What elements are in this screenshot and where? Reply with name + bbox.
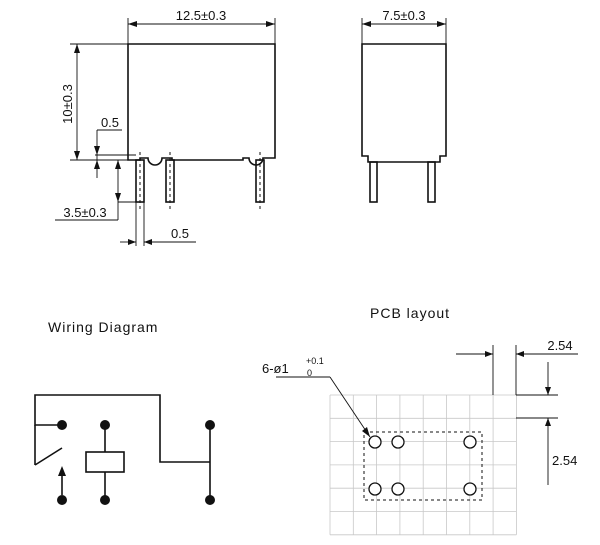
side-view: 7.5±0.3 bbox=[361, 8, 447, 203]
pcb-title: PCB layout bbox=[370, 305, 450, 321]
front-pin-width-dim: 0.5 bbox=[171, 226, 189, 241]
pcb-hole-tol-plus: +0.1 bbox=[306, 356, 324, 366]
front-width-dim: 12.5±0.3 bbox=[176, 8, 227, 23]
pcb-hole bbox=[368, 482, 382, 496]
front-height-dim: 10±0.3 bbox=[60, 84, 75, 124]
pcb-hole bbox=[391, 435, 405, 449]
front-view: 12.5±0.3 10±0.3 0.5 3.5±0.3 bbox=[55, 8, 276, 246]
pcb-hole-spec: 6-ø1 bbox=[262, 361, 289, 376]
pcb-hole-tol-minus: 0 bbox=[307, 368, 312, 378]
pcb-hole bbox=[391, 482, 405, 496]
front-pin-length-dim: 3.5±0.3 bbox=[63, 205, 106, 220]
pcb-layout: PCB layout 6-ø1 +0.1 0 2.54 2 bbox=[262, 305, 578, 536]
pcb-grid bbox=[329, 394, 517, 536]
side-width-dim: 7.5±0.3 bbox=[382, 8, 425, 23]
wiring-diagram: Wiring Diagram bbox=[34, 319, 215, 505]
front-offset-dim: 0.5 bbox=[101, 115, 119, 130]
pcb-hole bbox=[463, 482, 477, 496]
pcb-hole bbox=[368, 435, 382, 449]
pcb-hole bbox=[463, 435, 477, 449]
pcb-pitch-y: 2.54 bbox=[552, 453, 577, 468]
wiring-title: Wiring Diagram bbox=[48, 319, 158, 335]
pcb-pitch-x: 2.54 bbox=[547, 338, 572, 353]
